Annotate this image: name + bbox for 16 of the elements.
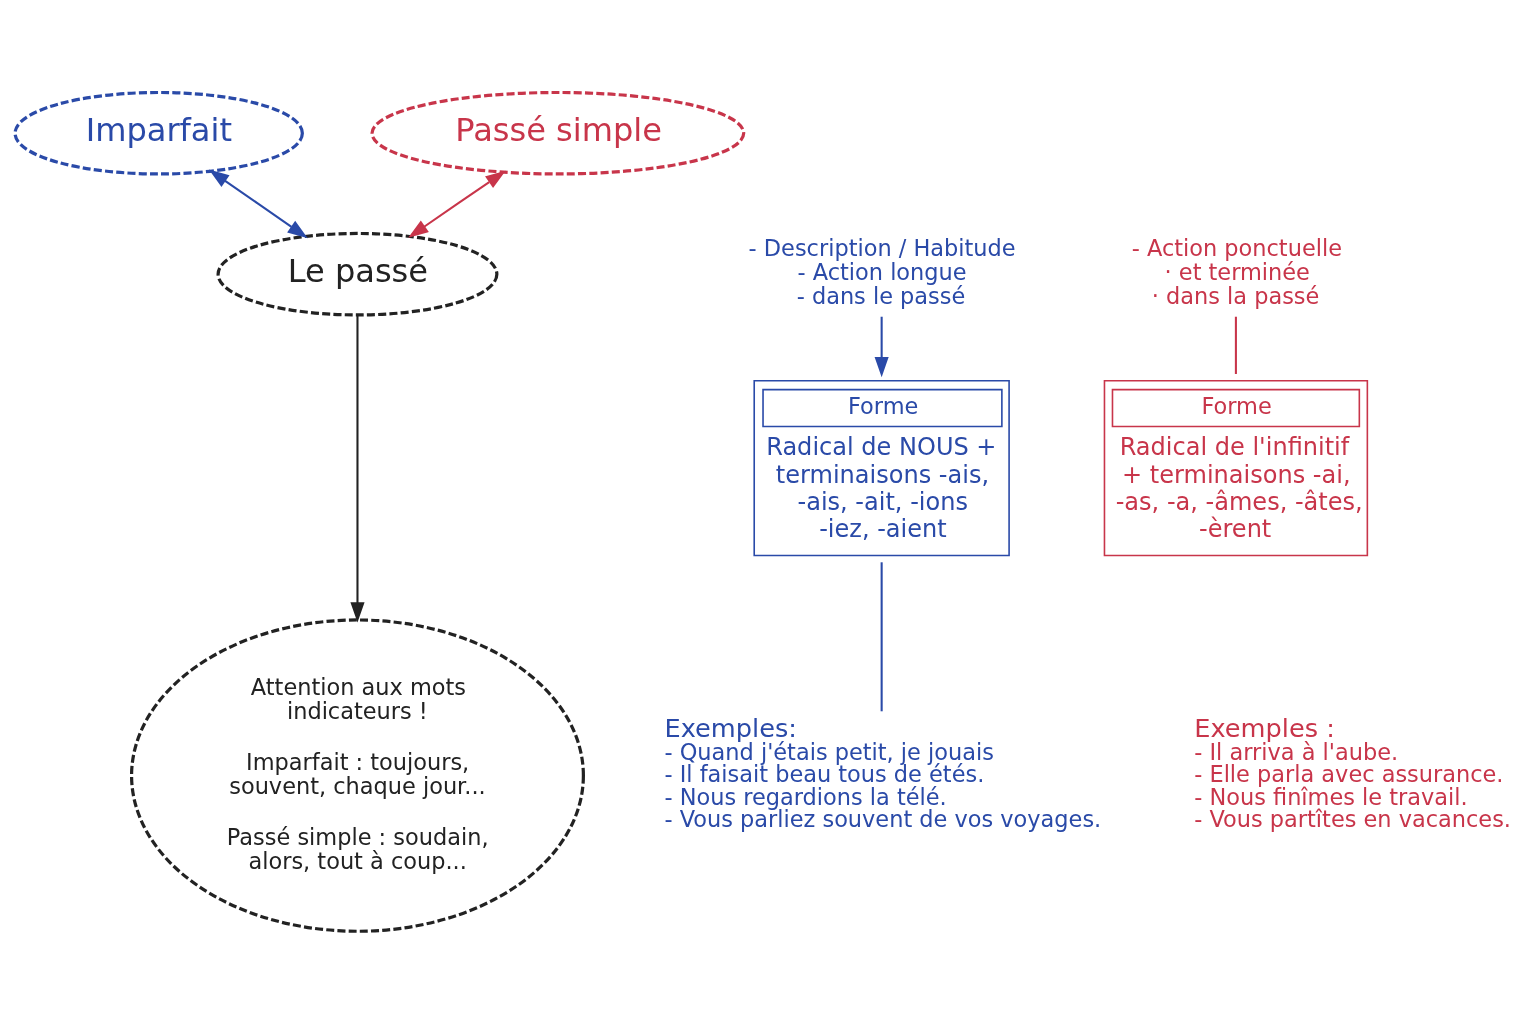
node-text: - Description / Habitude - Action longue - dans le passé — [748, 235, 1016, 310]
connector — [880, 562, 883, 712]
arrow — [208, 169, 308, 239]
connector — [1234, 316, 1237, 374]
node-text: Exemples : - Il arriva à l'aube. - Elle parla avec assurance. - Nous finîmes le travail. - Vous partîtes en vacances. — [1194, 712, 1511, 833]
arrow — [874, 316, 889, 378]
node-text: Exemples: - Quand j'étais petit, je jouais - Il faisait beau tous de étés. - Nous regardions la télé. - Vous parliez souvent de vos voyages. — [664, 712, 1102, 833]
node-text: - Action ponctuelle · et terminée · dans la passé — [1131, 235, 1342, 310]
node-ellipse: Passé simple — [370, 90, 746, 176]
arrow — [350, 315, 365, 623]
node-ellipse: Le passé — [216, 231, 499, 317]
node-ellipse: Attention aux mots indicateurs ! Imparfait : toujours, souvent, chaque jour... Passé simple : soudain, alors, tout à coup... — [129, 618, 585, 933]
node-ellipse: Imparfait — [13, 90, 304, 176]
arrow — [408, 170, 506, 238]
node-box: Forme Radical de NOUS + terminaisons -ais, -ais, -ait, -ions -iez, -aient — [753, 380, 1010, 557]
node-box: Forme Radical de l'infinitif + terminaisons -ai, -as, -a, -âmes, -âtes, -èrent — [1103, 380, 1369, 557]
